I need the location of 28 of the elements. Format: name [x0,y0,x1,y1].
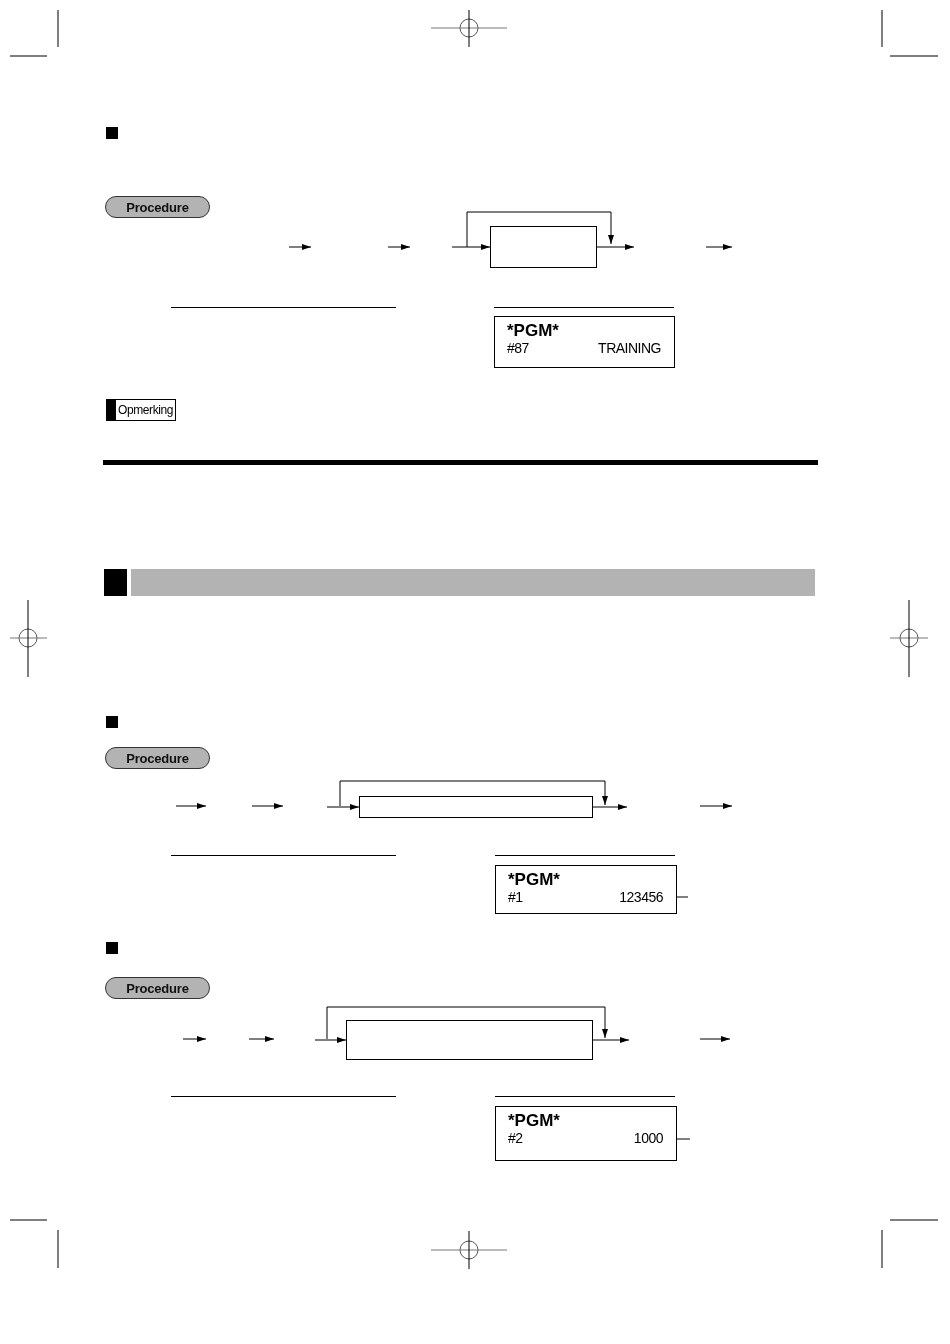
display-panel [494,316,675,368]
arrow [596,244,635,250]
section-heading-bar [131,569,815,596]
display-panel [495,1106,677,1161]
display-heading: *PGM* [507,321,559,340]
procedure-pill: Procedure [105,977,210,999]
process-box [490,226,597,268]
display-value: 123456 [619,889,663,905]
display-panel [495,865,677,914]
display-heading: *PGM* [508,870,560,889]
leader-line [676,896,689,898]
arrow [592,804,628,810]
display-code: #87 [507,340,529,356]
procedure-pill: Procedure [105,747,210,769]
process-box [346,1020,593,1060]
arrow [451,244,491,250]
display-code: #2 [508,1130,523,1146]
arrow [592,1037,630,1043]
procedure-pill: Procedure [105,196,210,218]
arrow [314,1037,347,1043]
display-value: 1000 [633,1130,663,1146]
display-value: TRAINING [598,340,661,356]
display-code: #1 [508,889,523,905]
note-tag: Opmerking [106,399,177,421]
display-heading: *PGM* [508,1111,560,1130]
arrow [326,804,360,810]
leader-line [676,1138,691,1140]
process-box [359,796,593,818]
